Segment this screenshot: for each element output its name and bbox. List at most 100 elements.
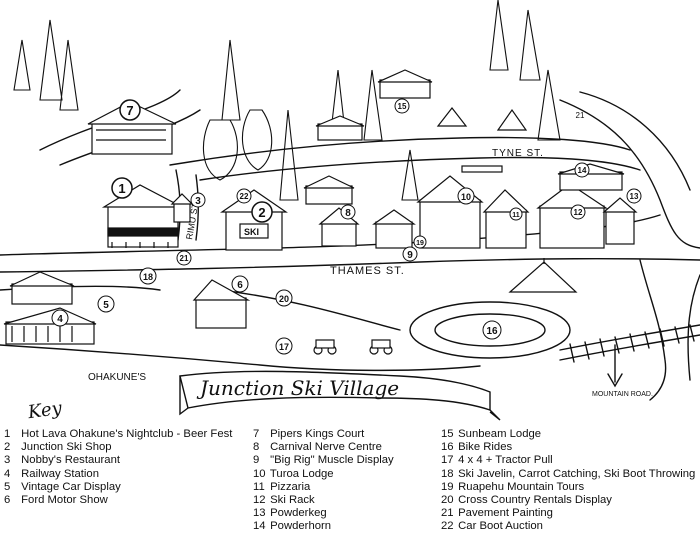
marker-20: 20 [275, 289, 293, 307]
key-item: 3 Nobby's Restaurant [4, 454, 232, 467]
marker-5: 5 [97, 295, 115, 313]
mountain-road-label: MOUNTAIN ROAD. [592, 391, 653, 398]
svg-text:10: 10 [461, 192, 471, 202]
key-item-number: 17 [441, 454, 454, 467]
key-item: 1 Hot Lava Ohakune's Nightclub - Beer Fe… [4, 428, 232, 441]
svg-text:9: 9 [407, 250, 413, 261]
key-item: 10 Turoa Lodge [253, 468, 394, 481]
marker-10: 10 [457, 187, 475, 205]
key-item-label: Ski Rack [267, 494, 315, 507]
pine-tree [489, 0, 561, 141]
marker-14: 14 [574, 162, 590, 178]
marker-21: 21 [176, 250, 192, 266]
key-item-number: 22 [441, 520, 454, 533]
key-item-number: 3 [4, 454, 11, 467]
key-item-number: 4 [4, 467, 11, 480]
key-item-label: Car Boot Auction [455, 520, 543, 533]
key-item-number: 8 [253, 441, 260, 454]
svg-text:11: 11 [512, 212, 520, 219]
key-item: 17 4 x 4 + Tractor Pull [441, 454, 695, 467]
key-item-label: 4 x 4 + Tractor Pull [455, 454, 553, 467]
tyne-street-bottom [199, 156, 641, 181]
svg-text:3: 3 [195, 196, 201, 207]
key-item-number: 12 [253, 494, 266, 507]
key-item: 20 Cross Country Rentals Display [441, 494, 695, 507]
marker-7: 7 [119, 99, 141, 121]
railway-line-2 [559, 334, 700, 361]
tractors [313, 339, 393, 355]
building-junction-ski-shop [220, 189, 288, 251]
building-sunbeam-lodge [315, 69, 528, 141]
key-item-label: Ruapehu Mountain Tours [455, 480, 585, 493]
key-item-number: 6 [4, 494, 11, 507]
marker-16: 16 [482, 320, 502, 340]
banner-title: Junction Ski Village [196, 376, 399, 400]
key-item-label: "Big Rig" Muscle Display [267, 454, 394, 467]
key-item-label: Cross Country Rentals Display [455, 494, 612, 507]
svg-text:16: 16 [486, 326, 498, 337]
key-item-number: 18 [441, 467, 454, 480]
building-nobbys-restaurant [170, 193, 194, 223]
marker-9: 9 [402, 246, 418, 262]
marker-6: 6 [231, 275, 249, 293]
ski-sign-text: SKI [244, 227, 259, 237]
railway-line-1 [559, 324, 700, 351]
svg-text:2: 2 [258, 205, 265, 220]
svg-text:14: 14 [578, 166, 587, 175]
bushy-tree [202, 109, 273, 181]
svg-text:19: 19 [416, 240, 424, 247]
railway-ties [569, 324, 695, 363]
pine-tree [221, 39, 419, 201]
key-item: 4 Railway Station [4, 468, 232, 481]
thames-street-label: THAMES ST. [330, 265, 405, 277]
marker-4: 4 [51, 309, 69, 327]
key-item-label: Carnival Nerve Centre [267, 441, 382, 454]
marker-15: 15 [394, 98, 410, 114]
thames-street-bottom-edge [0, 257, 700, 273]
road-marker-21: 21 [576, 111, 585, 120]
bike-track-inner [434, 313, 546, 347]
marker-1: 1 [111, 177, 133, 199]
key-item-label: Pizzaria [267, 480, 311, 493]
mountain-road-arrow [607, 344, 623, 388]
pine-tree [13, 19, 79, 111]
key-item-label: Powderhorn [267, 520, 332, 533]
key-item-number: 5 [4, 480, 11, 493]
svg-text:1: 1 [118, 181, 125, 196]
key-item-label: Bike Rides [455, 441, 513, 454]
key-item: 5 Vintage Car Display [4, 481, 232, 494]
building-lodges-row [372, 175, 638, 249]
bike-track-outer [409, 301, 571, 359]
title-banner [179, 370, 501, 421]
key-item-number: 14 [253, 520, 266, 533]
marker-17: 17 [275, 337, 293, 355]
key-item-number: 10 [253, 467, 266, 480]
river-bank [639, 259, 700, 401]
key-item: 12 Ski Rack [253, 494, 394, 507]
marker-12: 12 [570, 204, 586, 220]
key-item-label: Sunbeam Lodge [455, 428, 542, 440]
marker-19: 19 [413, 235, 427, 249]
key-item-number: 19 [441, 480, 454, 493]
svg-text:6: 6 [237, 280, 243, 291]
key-item-number: 15 [441, 428, 454, 440]
key-item-label: Railway Station [18, 467, 99, 480]
key-item: 9 "Big Rig" Muscle Display [253, 454, 394, 467]
building-carnival-nerve-centre [318, 207, 360, 247]
svg-text:12: 12 [574, 208, 583, 217]
building-vintage-car-display [9, 271, 75, 305]
svg-text:5: 5 [103, 300, 109, 311]
banner-prefix: OHAKUNE'S [88, 372, 146, 383]
key-item-label: Turoa Lodge [267, 467, 334, 480]
key-column-1: 1 Hot Lava Ohakune's Nightclub - Beer Fe… [4, 428, 232, 507]
key-item: 7 Pipers Kings Court [253, 428, 394, 441]
key-item-number: 9 [253, 454, 260, 467]
key-item: 19 Ruapehu Mountain Tours [441, 481, 695, 494]
svg-text:4: 4 [57, 314, 63, 325]
key-item-number: 11 [253, 480, 265, 493]
marker-22: 22 [236, 188, 252, 204]
tyne-street-top [169, 136, 631, 166]
